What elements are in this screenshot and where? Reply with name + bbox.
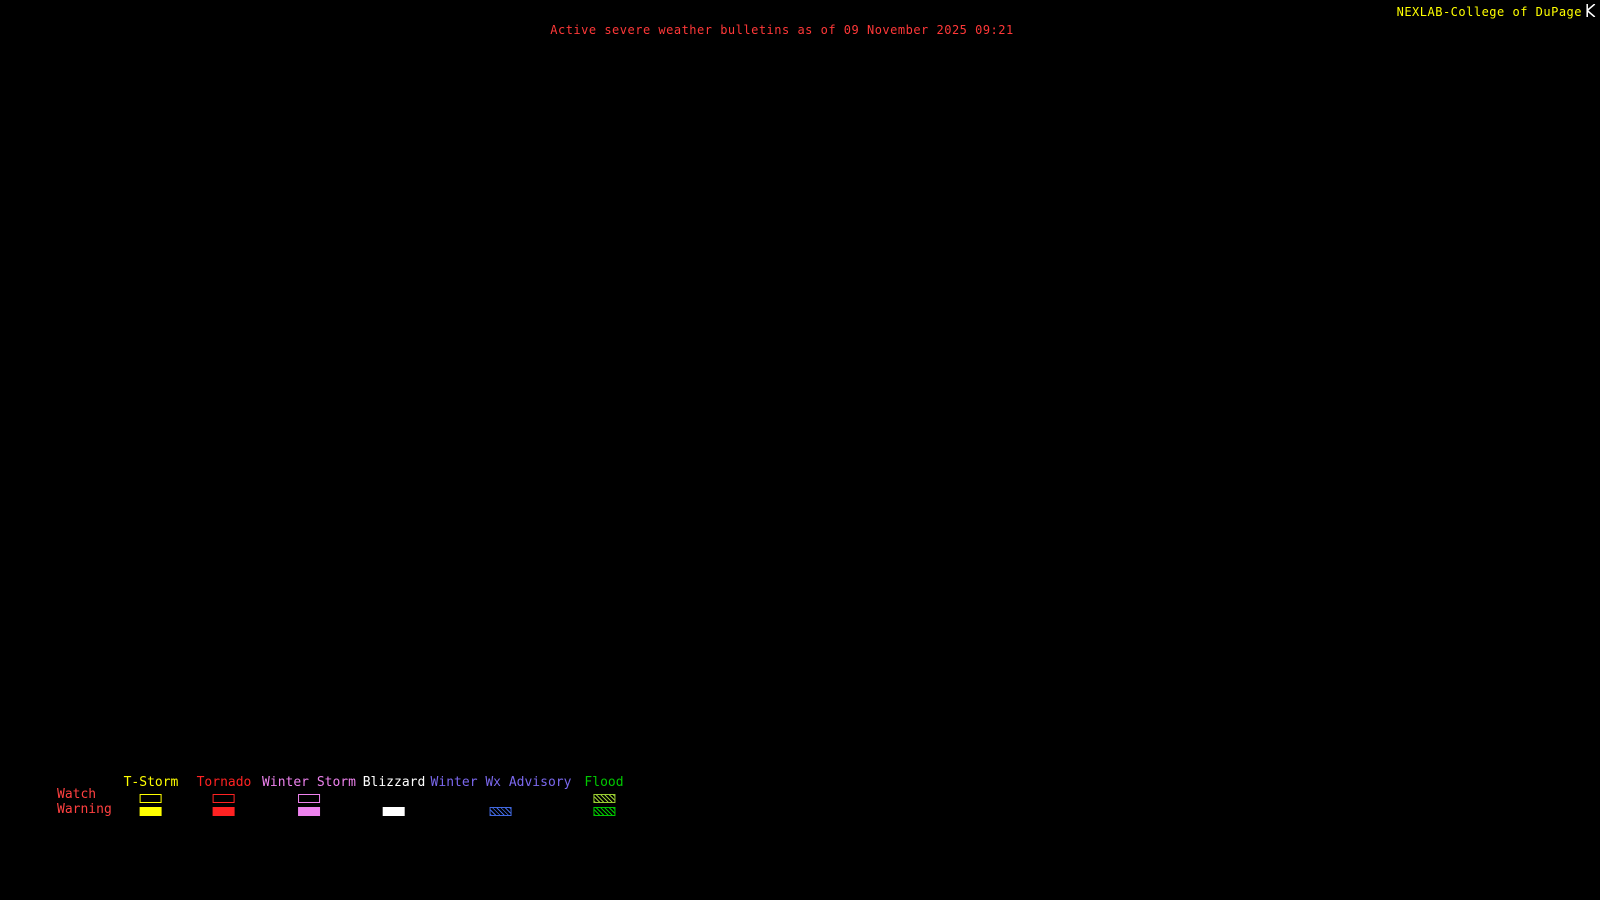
tstorm-watch-swatch bbox=[139, 794, 162, 803]
legend-col-tstorm: T-Storm bbox=[123, 775, 179, 816]
source-credit: NEXLAB-College of DuPage bbox=[1396, 5, 1582, 19]
legend-col-blizzard: Blizzard bbox=[362, 775, 426, 816]
legend-label-tornado: Tornado bbox=[196, 775, 252, 790]
flood-warning-swatch bbox=[592, 807, 615, 816]
page-title: Active severe weather bulletins as of 09… bbox=[550, 23, 1014, 37]
tornado-warning-swatch bbox=[212, 807, 235, 816]
tstorm-warning-swatch bbox=[139, 807, 162, 816]
legend-col-tornado: Tornado bbox=[196, 775, 252, 816]
legend-col-flood: Flood bbox=[584, 775, 624, 816]
winter-wx-advisory-warning-swatch bbox=[489, 807, 512, 816]
legend-label-winter-storm: Winter Storm bbox=[262, 775, 356, 790]
blizzard-warning-swatch bbox=[383, 807, 405, 816]
legend-label-blizzard: Blizzard bbox=[362, 775, 426, 790]
station-mark-icon bbox=[1586, 4, 1596, 17]
tornado-watch-swatch bbox=[212, 794, 235, 803]
legend-label-flood: Flood bbox=[584, 775, 624, 790]
winter-storm-warning-swatch bbox=[297, 807, 320, 816]
legend-warning-row-label: Warning bbox=[57, 802, 112, 817]
legend-watch-row-label: Watch bbox=[57, 787, 97, 802]
legend-col-winter-storm: Winter Storm bbox=[262, 776, 356, 816]
legend-label-tstorm: T-Storm bbox=[123, 775, 179, 790]
flood-watch-swatch bbox=[592, 794, 615, 803]
legend-col-winter-wx-advisory: Winter Wx Advisory bbox=[430, 775, 572, 816]
legend-label-winter-wx-advisory: Winter Wx Advisory bbox=[430, 775, 572, 790]
winter-storm-watch-swatch bbox=[297, 794, 320, 803]
